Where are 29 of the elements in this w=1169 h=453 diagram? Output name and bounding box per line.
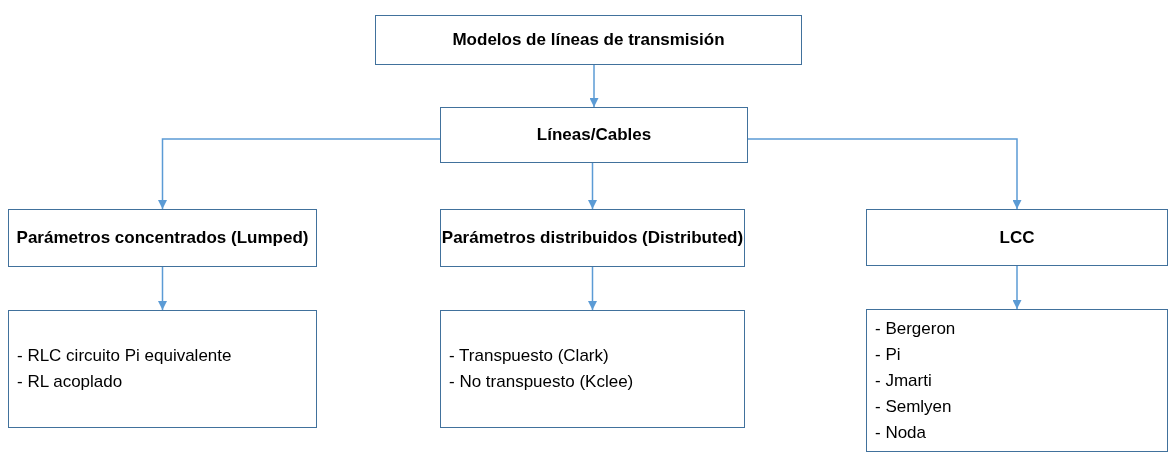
list-item: - Noda: [875, 422, 927, 444]
list-item: - Semlyen: [875, 396, 952, 418]
process-box: [440, 107, 748, 163]
process-box: [866, 209, 1168, 266]
box-title: LCC: [999, 226, 1035, 249]
process-box: [8, 209, 317, 267]
list-box: [866, 309, 1168, 452]
arrow: [747, 138, 1022, 210]
list-item: - No transpuesto (Kclee): [449, 371, 634, 393]
process-box: [440, 209, 745, 267]
arrow: [158, 138, 441, 210]
list-item: - Transpuesto (Clark): [449, 345, 609, 367]
box-title: Parámetros concentrados (Lumped): [16, 227, 309, 249]
list-item: - Bergeron: [875, 318, 956, 340]
arrow: [589, 64, 599, 108]
list-item: - RLC circuito Pi equivalente: [17, 345, 232, 367]
arrow: [588, 162, 597, 210]
list-box: [8, 310, 317, 428]
list-item: - RL acoplado: [17, 371, 123, 393]
list-item: - Pi: [875, 344, 901, 366]
arrow: [1012, 265, 1022, 310]
arrow: [158, 266, 167, 311]
list-box: [440, 310, 745, 428]
list-item: - Jmarti: [875, 370, 932, 392]
box-title: Parámetros distribuidos (Distributed): [441, 227, 744, 249]
box-title: Modelos de líneas de transmisión: [452, 29, 725, 51]
process-box: [375, 15, 802, 65]
arrow: [588, 266, 597, 311]
box-title: Líneas/Cables: [536, 124, 652, 146]
